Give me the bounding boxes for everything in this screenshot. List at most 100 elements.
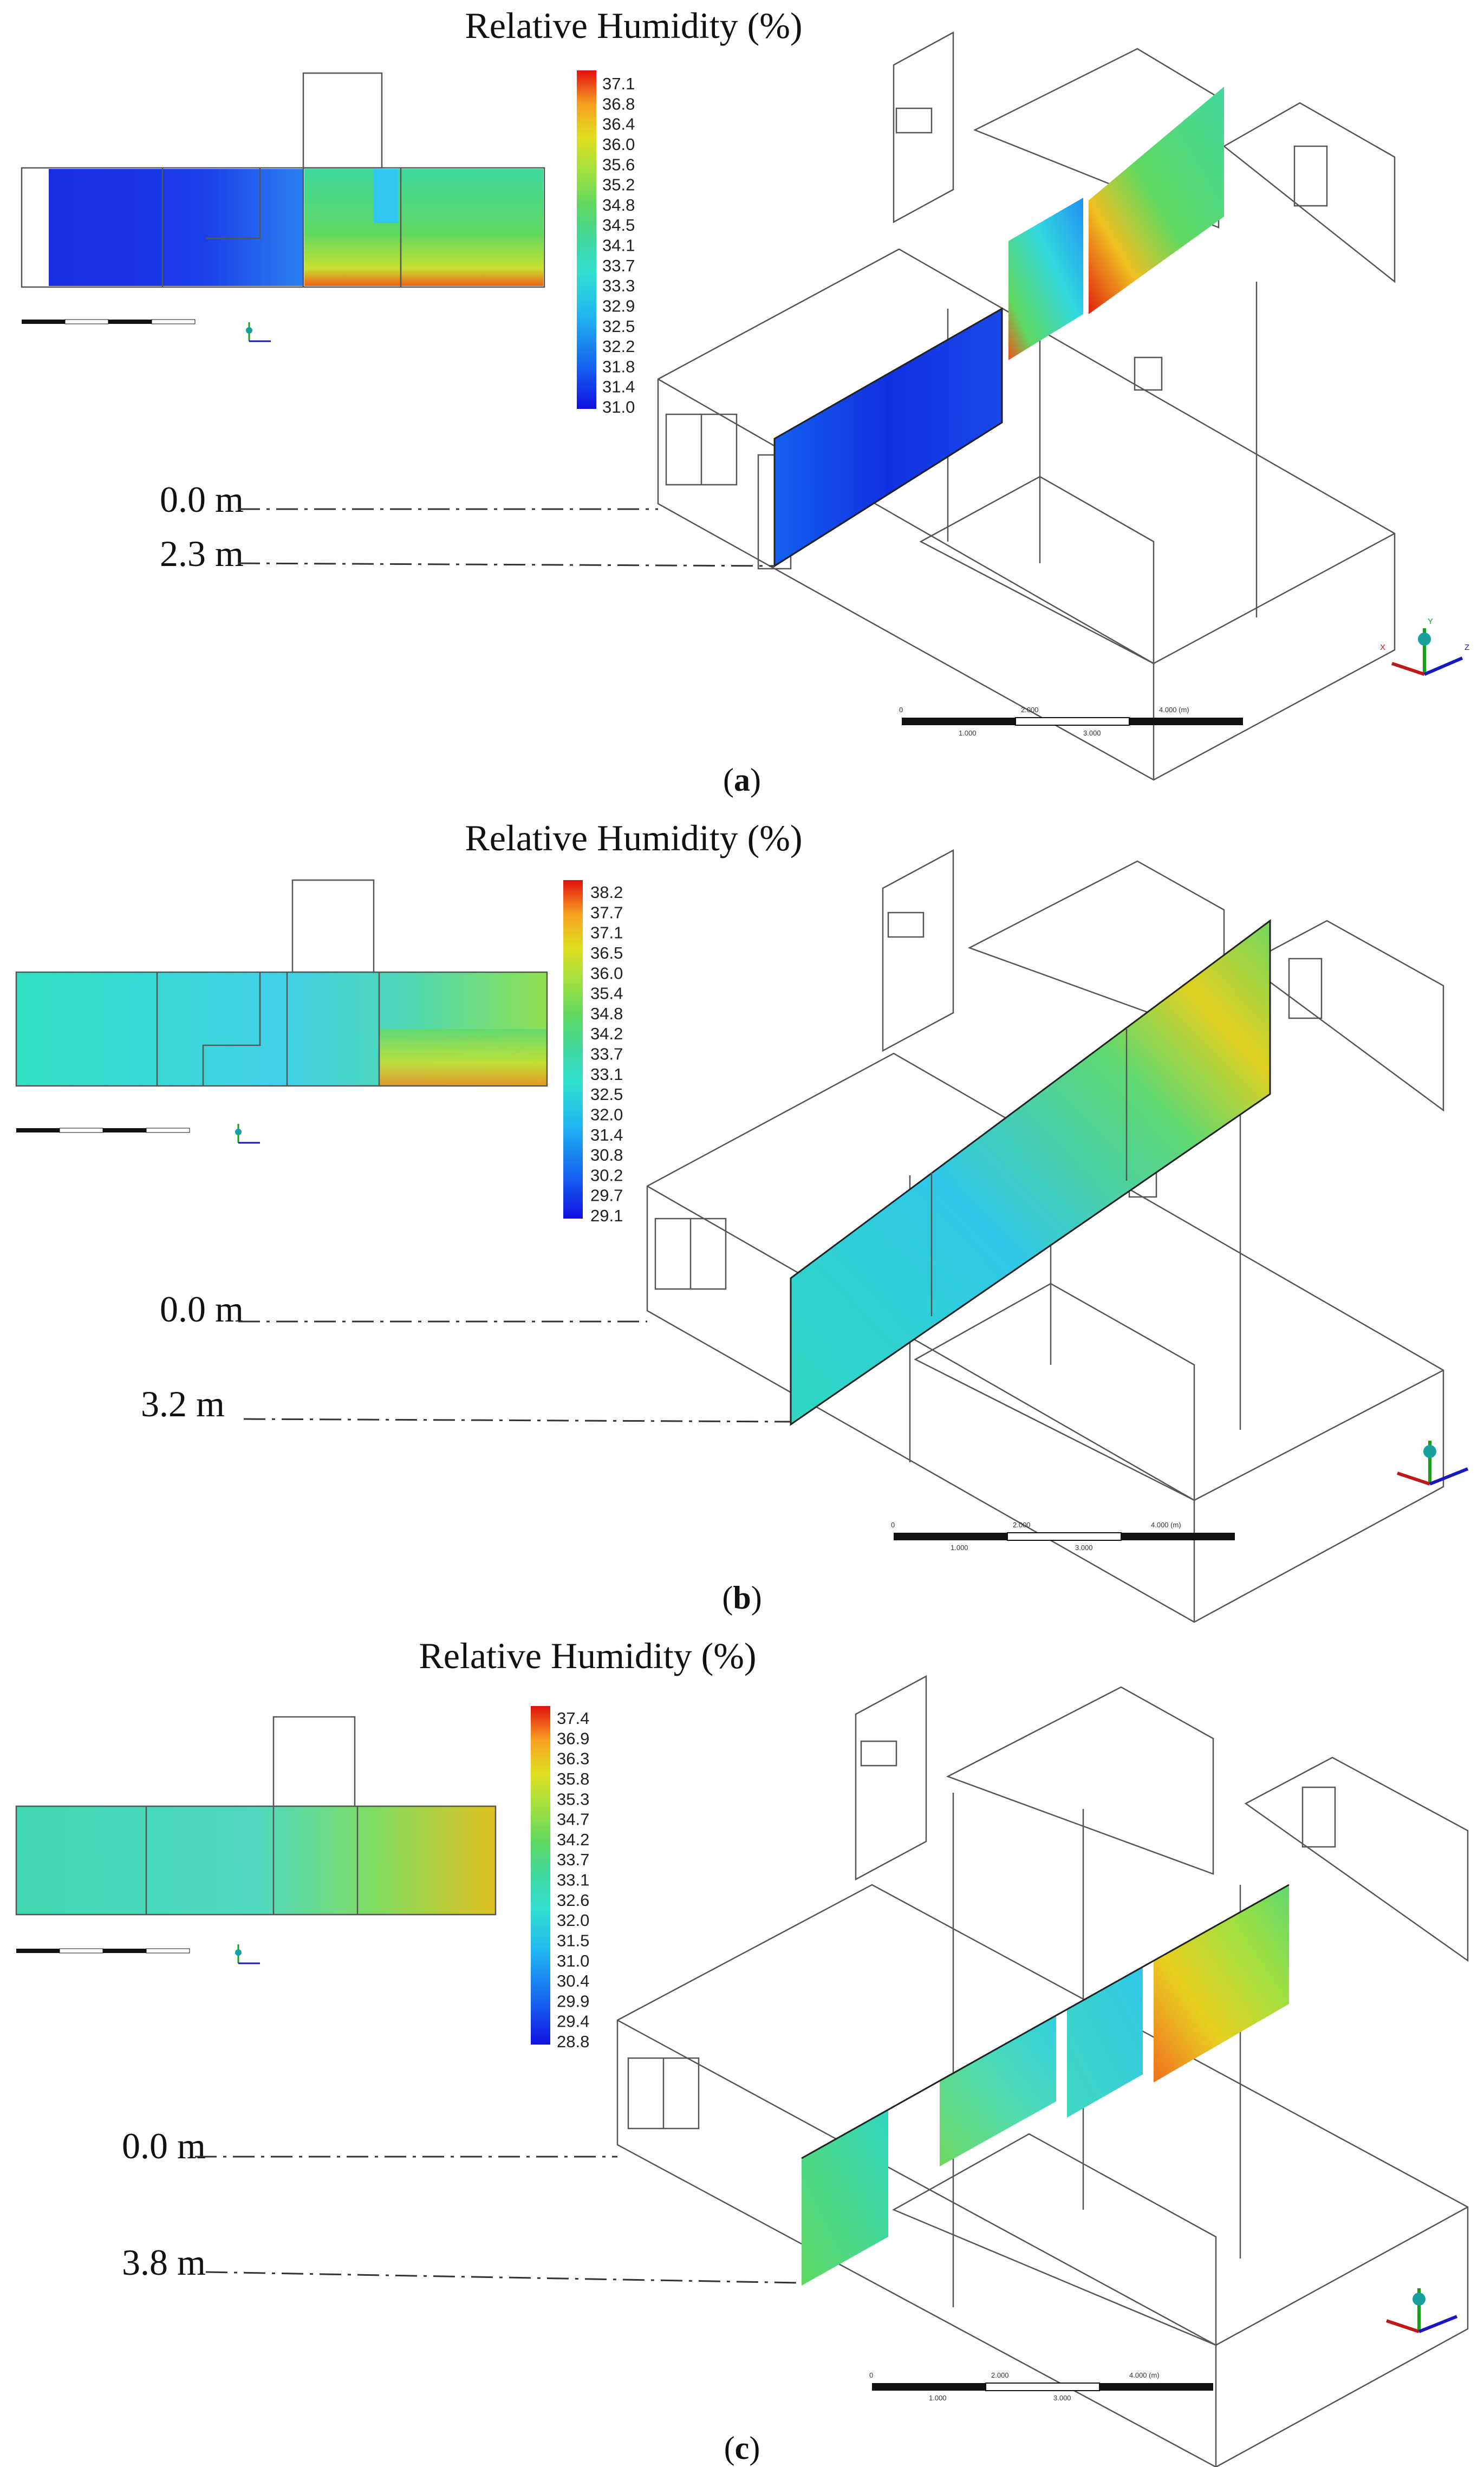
svg-text:4.000 (m): 4.000 (m) — [1151, 1521, 1181, 1529]
colorbar-tick-label: 30.2 — [590, 1166, 623, 1184]
colorbar-tick-label: 36.0 — [590, 964, 623, 982]
colorbar-tick-label: 38.2 — [590, 883, 623, 902]
panel-c: Relative Humidity (%) 37.436.936.335.835… — [15, 1635, 1469, 2467]
mini-axis-triad — [246, 322, 271, 342]
svg-text:0: 0 — [891, 1521, 895, 1529]
colorbar-tick-label: 36.8 — [602, 94, 635, 113]
colorbar-tick-label: 33.1 — [557, 1871, 589, 1890]
axis-triad — [1397, 1441, 1469, 1486]
scalebar: 0 2.000 4.000 (m) 1.000 3.000 — [891, 1521, 1235, 1552]
svg-text:2.000: 2.000 — [1013, 1521, 1031, 1529]
colorbar-tick-label: 32.0 — [590, 1105, 623, 1124]
colorbar-tick-label: 34.2 — [590, 1024, 623, 1043]
svg-text:1.000: 1.000 — [951, 1544, 968, 1552]
svg-text:4.000 (m): 4.000 (m) — [1129, 2371, 1160, 2379]
humidity-plane-back — [1089, 87, 1224, 314]
svg-text:3.000: 3.000 — [1075, 1544, 1093, 1552]
colorbar-tick-label: 32.5 — [602, 317, 635, 336]
colorbar-tick-label: 32.5 — [590, 1085, 623, 1104]
colorbar-tick-label: 34.8 — [590, 1004, 623, 1023]
colorbar-tick-label: 31.0 — [602, 398, 635, 416]
colorbar-tick-label: 37.1 — [602, 74, 635, 93]
axis-triad — [1386, 2288, 1458, 2333]
section-plan-view — [21, 72, 545, 288]
colorbar-tick-label: 32.9 — [602, 296, 635, 315]
svg-text:X: X — [1380, 643, 1385, 652]
colorbar-tick-label: 31.5 — [557, 1931, 589, 1950]
level-label-top: 0.0 m — [160, 1288, 244, 1330]
mini-scalebar — [16, 1128, 190, 1133]
building-wireframe — [616, 1675, 1469, 2467]
colorbar-tick-label: 28.8 — [557, 2032, 589, 2051]
humidity-plane-1 — [802, 2110, 888, 2286]
humidity-section-right — [304, 169, 543, 286]
humidity-plane-2 — [940, 2015, 1056, 2166]
section-plan-view — [15, 879, 548, 1087]
scalebar: 0 2.000 4.000 (m) 1.000 3.000 — [869, 2371, 1213, 2402]
colorbar-tick-label: 37.4 — [557, 1709, 589, 1728]
colorbar-tick-label: 31.8 — [602, 357, 635, 376]
colorbar-tick-label: 37.1 — [590, 923, 623, 942]
colorbar-tick-label: 35.6 — [602, 155, 635, 174]
colorbar-tick-label: 31.4 — [590, 1125, 623, 1144]
colorbar-tick-label: 33.7 — [557, 1850, 589, 1869]
humidity-plane-4 — [1154, 1885, 1289, 2082]
svg-text:0: 0 — [899, 706, 903, 714]
colorbar-tick-label: 30.4 — [557, 1971, 589, 1990]
mini-axis-triad — [235, 1944, 260, 1964]
colorbar — [577, 70, 596, 409]
panel-a: Relative Humidity (%) 37.136.836.436.035… — [21, 5, 1469, 798]
building-wireframe — [657, 31, 1396, 781]
svg-text:0: 0 — [869, 2371, 873, 2379]
scalebar: 0 2.000 4.000 (m) 1.000 3.000 — [899, 706, 1243, 737]
colorbar-tick-label: 32.2 — [602, 337, 635, 356]
colorbar-tick-label: 34.7 — [557, 1810, 589, 1829]
colorbar-tick-label: 36.0 — [602, 135, 635, 154]
mini-scalebar — [16, 1948, 190, 1954]
colorbar-tick-label: 29.9 — [557, 1991, 589, 2010]
axis-triad: X Y Z — [1380, 617, 1469, 676]
colorbar-tick-label: 29.1 — [590, 1206, 623, 1225]
mini-scalebar — [22, 319, 196, 324]
colorbar-tick-label: 35.4 — [590, 984, 623, 1003]
level-label-top: 0.0 m — [160, 479, 244, 520]
svg-text:3.000: 3.000 — [1053, 2394, 1071, 2402]
colorbar-tick-label: 34.8 — [602, 196, 635, 214]
level-label-top: 0.0 m — [122, 2125, 206, 2166]
colorbar-tick-label: 33.3 — [602, 276, 635, 295]
colorbar-tick-label: 37.7 — [590, 903, 623, 922]
colorbar-tick-label: 33.1 — [590, 1065, 623, 1084]
svg-text:4.000 (m): 4.000 (m) — [1159, 706, 1189, 714]
colorbar-tick-label: 29.7 — [590, 1186, 623, 1205]
svg-text:1.000: 1.000 — [959, 729, 977, 737]
colorbar — [531, 1706, 550, 2045]
colorbar-tick-label: 31.0 — [557, 1951, 589, 1970]
colorbar-tick-label: 34.2 — [557, 1830, 589, 1849]
panel-caption: (a) — [723, 762, 761, 798]
colorbar-tick-label: 31.4 — [602, 377, 635, 396]
panel-b: Relative Humidity (%) 38.237.737.136.5 36… — [15, 817, 1469, 1623]
humidity-plane — [791, 921, 1270, 1424]
colorbar-tick-label: 35.8 — [557, 1769, 589, 1788]
colorbar-tick-label: 33.7 — [590, 1045, 623, 1064]
colorbar-tick-label: 33.7 — [602, 256, 635, 275]
humidity-plane-middle — [1008, 198, 1083, 360]
svg-text:Z: Z — [1465, 643, 1469, 652]
svg-text:2.000: 2.000 — [991, 2371, 1009, 2379]
panel-title: Relative Humidity (%) — [465, 817, 802, 858]
colorbar-tick-label: 35.3 — [557, 1789, 589, 1808]
section-plan-view — [15, 1716, 497, 1916]
level-label-bottom: 2.3 m — [160, 533, 244, 574]
svg-text:2.000: 2.000 — [1021, 706, 1039, 714]
colorbar-tick-label: 36.5 — [590, 943, 623, 962]
colorbar-tick-label: 36.4 — [602, 115, 635, 134]
colorbar-tick-label: 36.9 — [557, 1729, 589, 1748]
colorbar-tick-label: 29.4 — [557, 2012, 589, 2031]
panel-caption: (c) — [724, 2430, 760, 2466]
level-label-bottom: 3.8 m — [122, 2242, 206, 2283]
panel-title: Relative Humidity (%) — [419, 1635, 756, 1676]
colorbar-tick-label: 35.2 — [602, 175, 635, 194]
humidity-plane-front — [774, 309, 1002, 566]
colorbar-tick-label: 34.5 — [602, 216, 635, 235]
